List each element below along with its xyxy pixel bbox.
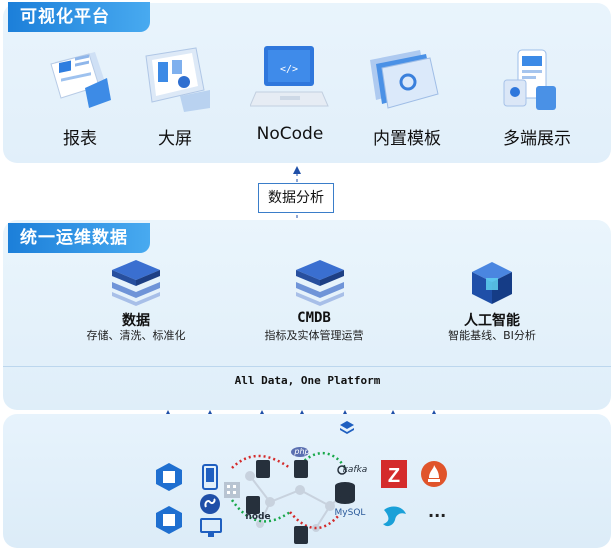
visual-platform-title: 可视化平台 bbox=[8, 2, 150, 32]
nocode-laptop-icon: </> bbox=[250, 46, 329, 107]
platform-strip bbox=[3, 366, 611, 405]
php-label: php bbox=[294, 447, 310, 456]
unified-item-title-data: 数据 bbox=[122, 313, 150, 329]
unified-item-sub-data: 存储、清洗、标准化 bbox=[86, 329, 186, 342]
svg-text:</>: </> bbox=[280, 64, 298, 75]
node-label: node bbox=[245, 512, 271, 522]
unified-item-title-ai: 人工智能 bbox=[464, 313, 520, 329]
mobile-phone-icon bbox=[202, 464, 218, 490]
vis-item-label-multi: 多端展示 bbox=[503, 129, 571, 149]
more-sources: ... bbox=[428, 502, 447, 521]
monitor-icon bbox=[200, 518, 222, 537]
zabbix-icon: Z bbox=[381, 460, 407, 488]
hexagon-node-icon-2 bbox=[156, 506, 182, 534]
unified-item-title-cmdb: CMDB bbox=[297, 310, 331, 326]
bird-logo-icon bbox=[383, 506, 406, 527]
report-icon bbox=[50, 52, 111, 108]
template-icon bbox=[370, 50, 439, 109]
ai-cube-icon bbox=[472, 262, 512, 304]
platform-tagline: All Data, One Platform bbox=[234, 374, 381, 387]
prometheus-icon bbox=[421, 461, 447, 487]
big-screen-icon bbox=[145, 47, 210, 112]
vis-item-label-report: 报表 bbox=[63, 129, 97, 149]
database-stack-icon bbox=[112, 260, 160, 306]
layers-icon bbox=[340, 421, 354, 434]
multi-device-icon bbox=[503, 49, 556, 110]
mini-program-icon bbox=[200, 494, 220, 514]
vis-item-label-bigscreen: 大屏 bbox=[158, 129, 192, 149]
hexagon-node-icon bbox=[156, 463, 182, 491]
data-analysis-box: 数据分析 bbox=[258, 183, 334, 213]
unified-item-sub-cmdb: 指标及实体管理运营 bbox=[264, 329, 364, 342]
source-network-graphic bbox=[224, 447, 355, 544]
mysql-label: MySQL bbox=[334, 508, 366, 518]
vis-item-label-template: 内置模板 bbox=[373, 129, 441, 149]
unified-item-sub-ai: 智能基线、BI分析 bbox=[448, 329, 536, 342]
svg-text:Z: Z bbox=[388, 465, 400, 487]
cmdb-stack-icon bbox=[296, 260, 344, 306]
vis-item-label-nocode: NoCode bbox=[256, 124, 324, 144]
unified-data-title: 统一运维数据 bbox=[8, 223, 150, 253]
kafka-label: kafka bbox=[342, 465, 368, 475]
